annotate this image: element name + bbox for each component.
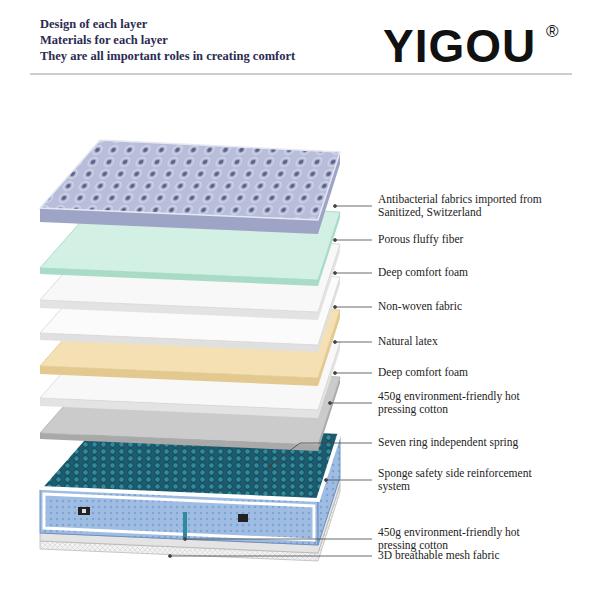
leader-line xyxy=(270,443,372,466)
part-label: Natural latex xyxy=(378,335,546,348)
heading-text: Design of each layer xyxy=(40,17,147,31)
leader-dot xyxy=(329,402,332,405)
brand-logo: YIGOU xyxy=(383,20,536,73)
part-label: 450g environment-friendly hot pressing c… xyxy=(378,526,546,552)
leader-dot xyxy=(334,306,337,309)
leader-line xyxy=(335,273,372,274)
part-label: 3D breathable mesh fabric xyxy=(378,549,546,562)
leader-dot xyxy=(334,272,337,275)
leader-line xyxy=(330,403,372,404)
leader-line xyxy=(185,539,372,540)
heading-text: They are all important roles in creating… xyxy=(40,49,295,63)
leader-line xyxy=(170,556,372,557)
leader-lines xyxy=(169,205,373,558)
quilted-fabric-layer xyxy=(40,140,340,234)
part-label: 450g environment-friendly hot pressing c… xyxy=(378,390,546,416)
registered-mark: ® xyxy=(546,22,559,42)
leader-line xyxy=(326,480,372,481)
leader-dot xyxy=(334,341,337,344)
part-label: Sponge safety side reinforcement system xyxy=(378,467,546,493)
leader-dot xyxy=(169,555,172,558)
part-label: Deep comfort foam xyxy=(378,366,546,379)
part-label: Porous fluffy fiber xyxy=(378,233,546,246)
leader-dot xyxy=(269,465,272,468)
leader-line xyxy=(335,206,372,207)
header-rule xyxy=(30,74,572,75)
heading-text: Materials for each layer xyxy=(40,33,168,47)
leader-dot xyxy=(334,205,337,208)
leader-line xyxy=(335,373,372,374)
leader-line xyxy=(335,240,372,241)
leader-dot xyxy=(334,372,337,375)
leader-dot xyxy=(334,239,337,242)
part-label: Deep comfort foam xyxy=(378,266,546,279)
leader-dot xyxy=(325,479,328,482)
leader-line xyxy=(335,307,372,308)
part-label: Non-woven fabric xyxy=(378,300,546,313)
leader-line xyxy=(335,342,372,343)
part-label: Antibacterial fabrics imported from Sani… xyxy=(378,193,546,219)
part-label: Seven ring independent spring xyxy=(378,436,546,449)
leader-dot xyxy=(184,538,187,541)
